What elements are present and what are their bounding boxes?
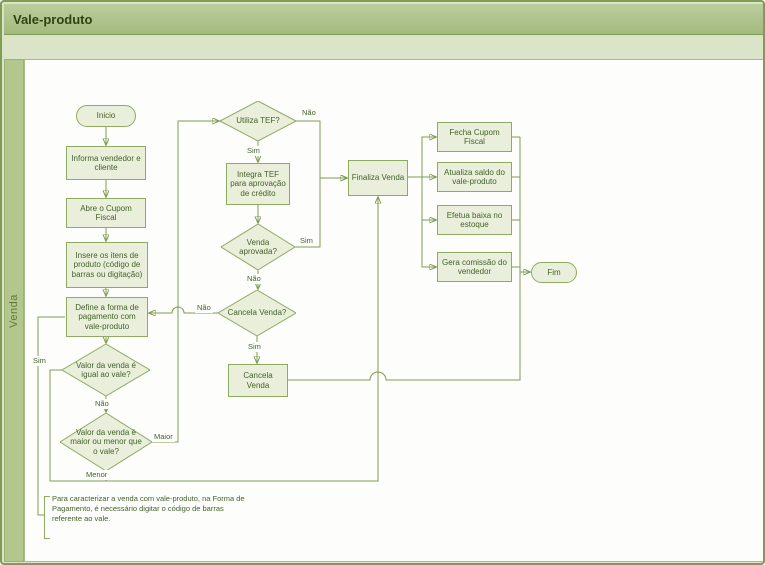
edge-label-menor: Menor: [84, 470, 110, 480]
diamond-shape: [60, 413, 152, 471]
edge-collector-fim: [512, 136, 521, 272]
flow-node-label: Informa vendedor e cliente: [71, 153, 141, 172]
edge-aprovada-finaliza-sim: [295, 178, 347, 248]
edge-cancela-fim: [288, 272, 530, 381]
diamond-shape: [62, 344, 150, 396]
annotation-note: Para caracterizar a venda com vale-produ…: [52, 494, 245, 524]
diagram-title: Vale-produto: [13, 11, 93, 27]
edge-maiormenor-utilizatef-maior: [152, 121, 219, 443]
edge-label-tef-nao: Não: [300, 108, 318, 118]
flow-node-integra-tef: Integra TEF para aprovação de crédito: [226, 163, 290, 205]
flow-node-label: Valor da venda é igual ao vale?: [76, 360, 136, 379]
edge-label-maior: Maior: [152, 432, 175, 442]
flow-decision-utiliza-tef: Utiliza TEF?: [220, 101, 296, 141]
flow-node-fim: Fim: [531, 262, 577, 283]
edge-label-tef-sim: Sim: [245, 146, 262, 156]
flow-decision-maior-menor: Valor da venda é maior ou menor que o va…: [60, 413, 152, 471]
edge-finaliza-fechacupom: [421, 137, 436, 177]
flow-node-label: Venda aprovada?: [239, 237, 277, 256]
flow-decision-venda-aprovada: Venda aprovada?: [221, 224, 295, 270]
swimlane-venda: Venda: [4, 59, 24, 562]
flow-node-label: Efetua baixa no estoque: [446, 210, 503, 229]
diamond-shape: [220, 101, 296, 141]
flow-node-label: Gera comissão do vendedor: [442, 257, 507, 276]
edge-valorigual-finaliza-sim: [49, 197, 378, 482]
flow-node-label: Cancela Venda: [243, 371, 273, 390]
edge-label-cancela-nao: Não: [195, 303, 213, 313]
flow-node-insere-itens: Insere os itens de produto (código de ba…: [66, 242, 148, 288]
edge-label-aprovada-nao: Não: [245, 274, 263, 284]
flow-node-label: Finaliza Venda: [351, 173, 405, 183]
flow-node-abre-cupom: Abre o Cupom Fiscal: [66, 198, 146, 228]
diagram-title-bar: Vale-produto: [4, 4, 763, 35]
flow-node-atualiza-saldo: Atualiza saldo do vale-produto: [437, 162, 512, 192]
flow-node-fecha-cupom: Fecha Cupom Fiscal: [437, 122, 512, 152]
edge-finaliza-efetuabaixa: [421, 177, 436, 220]
flow-node-label: Insere os itens de produto (código de ba…: [71, 250, 143, 279]
diamond-shape: [221, 224, 295, 270]
flow-node-label: Cancela Venda?: [227, 308, 287, 318]
edge-label-cancela-sim: Sim: [246, 342, 263, 352]
edge-label-igual-nao: Não: [93, 399, 111, 409]
flow-node-efetua-baixa: Efetua baixa no estoque: [437, 205, 512, 235]
flow-node-label: Define a forma de pagamento com vale-pro…: [75, 302, 139, 331]
flow-node-gera-comissao: Gera comissão do vendedor: [437, 252, 512, 282]
flow-decision-cancela-venda: Cancela Venda?: [218, 290, 296, 336]
flow-node-define-pagamento: Define a forma de pagamento com vale-pro…: [66, 297, 148, 337]
flow-node-label: Fim: [547, 267, 561, 277]
flow-decision-valor-igual: Valor da venda é igual ao vale?: [62, 344, 150, 396]
edge-label-igual-sim: Sim: [31, 356, 48, 366]
edge-label-aprovada-sim: Sim: [298, 236, 315, 246]
edge-finaliza-geracomissao: [421, 220, 436, 267]
flow-node-label: Utiliza TEF?: [236, 116, 280, 126]
flow-node-cancela-venda: Cancela Venda: [228, 364, 288, 397]
flow-node-label: Valor da venda é maior ou menor que o va…: [70, 427, 142, 456]
flow-node-informa-vendedor: Informa vendedor e cliente: [66, 146, 146, 180]
flow-node-label: Abre o Cupom Fiscal: [80, 203, 132, 222]
flow-node-inicio: Inicio: [76, 105, 136, 127]
diamond-shape: [218, 290, 296, 336]
edge-cancelaq-define-nao: [149, 306, 218, 313]
flow-node-label: Inicio: [96, 111, 116, 121]
flow-node-label: Integra TEF para aprovação de crédito: [230, 169, 286, 198]
flow-node-label: Fecha Cupom Fiscal: [449, 127, 500, 146]
edge-utilizatef-finaliza-nao: [296, 120, 347, 178]
flow-node-label: Atualiza saldo do vale-produto: [444, 167, 505, 186]
edge-note-define: [37, 316, 65, 516]
flow-node-finaliza-venda: Finaliza Venda: [348, 160, 408, 196]
annotation-bracket: [44, 496, 50, 539]
